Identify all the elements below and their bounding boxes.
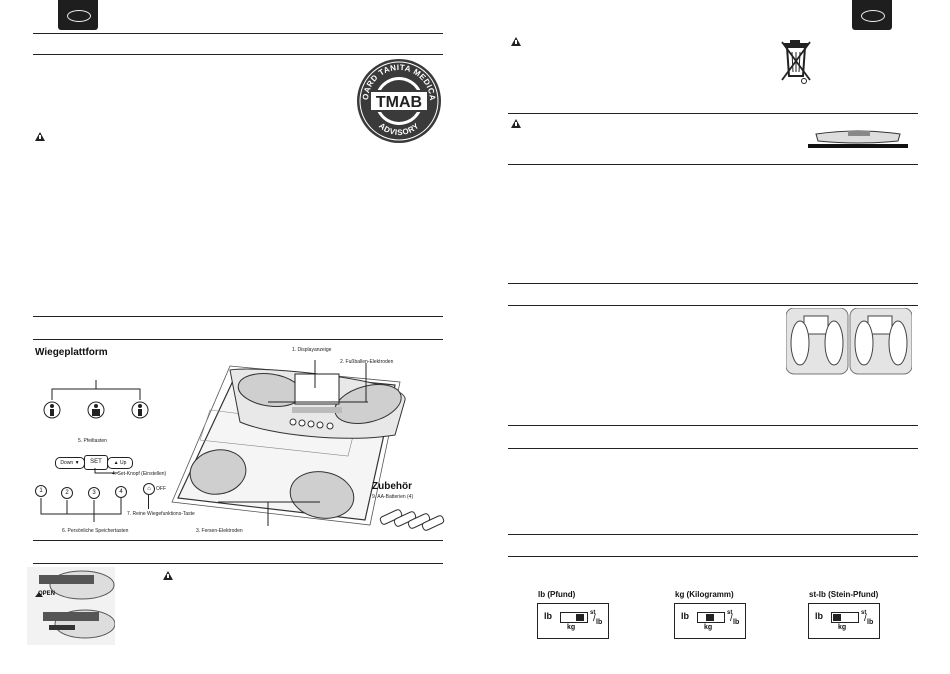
up-arrow-key[interactable]: ▲ Up [107, 457, 133, 469]
divider [33, 33, 443, 34]
divider [508, 534, 918, 535]
person-icon [43, 401, 61, 419]
weigh-only-key[interactable]: ⌂ [143, 483, 155, 495]
warning-icon [511, 37, 521, 46]
divider [33, 339, 443, 340]
warning-icon [35, 132, 45, 141]
open-label: OPEN [38, 591, 56, 597]
memory-key-1[interactable]: 1 [35, 485, 47, 497]
battery-install-illustration [27, 567, 115, 645]
scale-on-floor-illustration [808, 130, 908, 148]
memory-key-2[interactable]: 2 [61, 487, 73, 499]
off-label: OFF [156, 486, 166, 492]
accessories-item: 9. AA-Batterien (4) [372, 494, 414, 500]
divider [33, 54, 443, 55]
divider [508, 448, 918, 449]
recycle-bin-crossed-icon [781, 40, 811, 84]
user-type-icons [43, 380, 149, 419]
warning-icon [511, 119, 521, 128]
memory-key-4[interactable]: 4 [115, 486, 127, 498]
unit-switch-lb: lb st/lb kg [537, 603, 609, 639]
down-arrow-key[interactable]: Down ▼ [55, 457, 85, 469]
divider [33, 540, 443, 541]
badge-logo: TMAB [376, 94, 422, 111]
label-ball-electrodes: 2. Fußballen-Elektroden [340, 359, 394, 365]
language-tab-right [852, 0, 892, 30]
unit-slider [560, 612, 588, 623]
divider [33, 316, 443, 317]
divider [508, 164, 918, 165]
divider [508, 113, 918, 114]
label-display: 1. Displayanzeige [292, 347, 332, 353]
unit-title-kg: kg (Kilogramm) [675, 590, 734, 599]
label-arrow-keys: 5. Pfeiltasten [78, 438, 107, 444]
unit-title-lb: lb (Pfund) [538, 590, 576, 599]
unit-slider [831, 612, 859, 623]
unit-slider [697, 612, 725, 623]
divider [508, 305, 918, 306]
language-tab-left [58, 0, 98, 30]
athlete-icon [87, 401, 105, 419]
heel-electrode-right [289, 471, 355, 519]
label-heel-electrodes: 3. Fersen-Elektroden [196, 528, 243, 534]
warning-icon [163, 571, 173, 580]
platform-title: Wiegeplattform [35, 347, 108, 358]
heel-electrode-left [189, 449, 247, 495]
unit-switch-kg: lb st/lb kg [674, 603, 746, 639]
divider [508, 425, 918, 426]
divider [508, 556, 918, 557]
label-set-button: 4. Set-Knopf (Einstellen) [112, 471, 167, 477]
batteries-illustration [379, 509, 445, 531]
scale-platform-illustration [171, 360, 406, 526]
label-memory-keys: 6. Persönliche Speichertasten [62, 528, 129, 534]
divider [33, 563, 443, 564]
feet-on-scale-illustration [786, 308, 912, 375]
child-icon [131, 401, 149, 419]
unit-title-st-lb: st-lb (Stein-Pfund) [809, 590, 879, 599]
accessories-title: Zubehör [372, 481, 412, 492]
unit-switch-st-lb: lb st/lb kg [808, 603, 880, 639]
display-screen [294, 373, 340, 405]
memory-key-3[interactable]: 3 [88, 487, 100, 499]
divider [508, 283, 918, 284]
label-weigh-only-key: 7. Reine Wiegefunktions-Taste [127, 511, 195, 517]
